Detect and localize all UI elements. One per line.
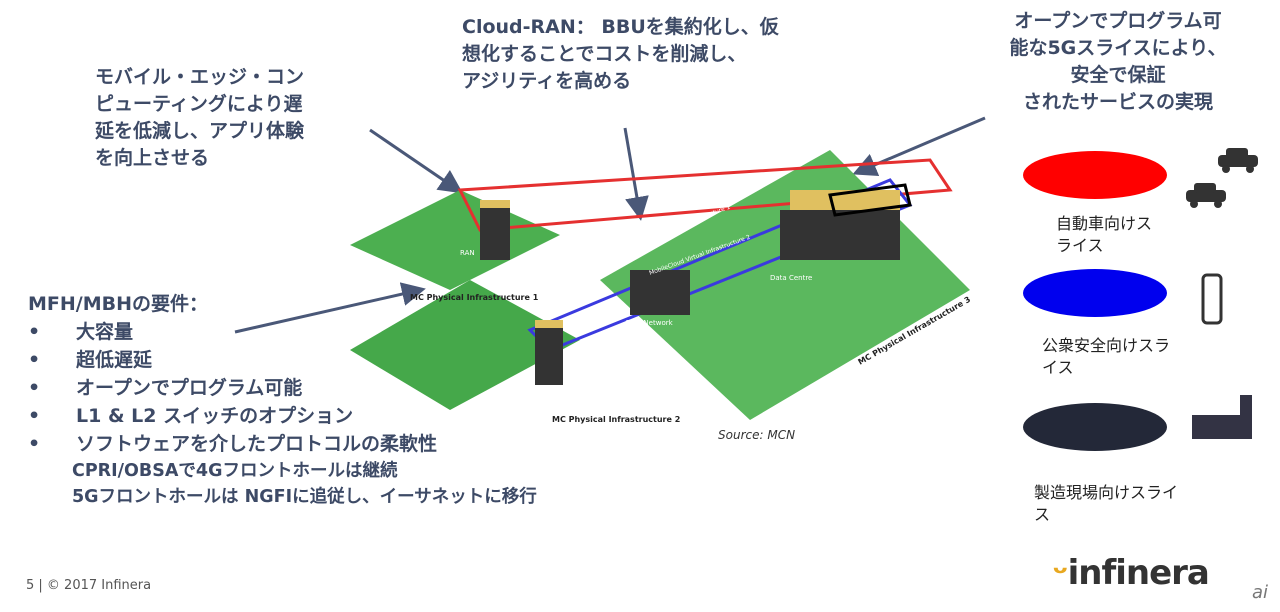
car-icon (1186, 148, 1258, 208)
label-dc: Data Centre (770, 274, 812, 282)
factory-icon (1192, 395, 1252, 439)
cloud-icon-manufacturing (1023, 403, 1167, 451)
cloud-icon-automotive (1023, 151, 1167, 199)
watermark: ai (1252, 582, 1269, 603)
slice-graphics (1023, 148, 1258, 451)
requirements-title: MFH/MBHの要件： (28, 293, 209, 315)
phone-icon (1201, 273, 1223, 325)
slice-label-public-safety: 公衆安全向けスラ イス (1042, 336, 1171, 377)
label-core: Core Network (625, 319, 674, 327)
label-ran-1: RAN (460, 249, 475, 257)
requirement-item: オープンでプログラム可能 (28, 374, 537, 402)
requirement-item: 大容量 (28, 318, 537, 346)
requirement-item: ソフトウェアを介したプロトコルの柔軟性 (28, 430, 537, 458)
label-infra2: MC Physical Infrastructure 2 (552, 415, 680, 424)
label-infra1: MC Physical Infrastructure 1 (410, 293, 539, 302)
requirement-item: 超低遅延 (28, 346, 537, 374)
label-ran-2: RAN (540, 394, 555, 402)
source-caption: Source: MCN (718, 428, 796, 442)
footer: 5 | © 2017 Infinera (26, 578, 152, 593)
requirements-list: MFH/MBHの要件： 大容量 超低遅延 オープンでプログラム可能 L1 & L… (28, 290, 537, 510)
virtual-infra-1 (457, 158, 953, 232)
infinera-logo: ᵕinfinera (1052, 553, 1210, 593)
requirement-item: L1 & L2 スイッチのオプション (28, 402, 537, 430)
edge-site-1 (350, 190, 560, 290)
callout-cloud-ran: Cloud-RAN： BBUを集約化し、仮 想化することでコストを削減し、 アジ… (462, 16, 779, 92)
callout-slicing: オープンでプログラム可 能な5Gスライスにより、 安全で保証 されたサービスの実… (1009, 10, 1227, 113)
requirement-subitem: CPRI/OBSAで4Gフロントホールは継続 (72, 461, 398, 481)
callout-mec: モバイル・エッジ・コン ピューティングにより遅 延を低減し、アプリ体験 を向上さ… (95, 66, 305, 169)
slice-label-manufacturing: 製造現場向けスライ ス (1034, 483, 1179, 524)
network-diagram: MC Physical Infrastructure 1 MC Physical… (350, 150, 972, 424)
slice-label-automotive: 自動車向けス ライス (1056, 214, 1153, 255)
requirement-subitem: 5Gフロントホールは NGFIに追従し、イーサネットに移行 (72, 487, 537, 507)
cloud-icon-public-safety (1023, 269, 1167, 317)
